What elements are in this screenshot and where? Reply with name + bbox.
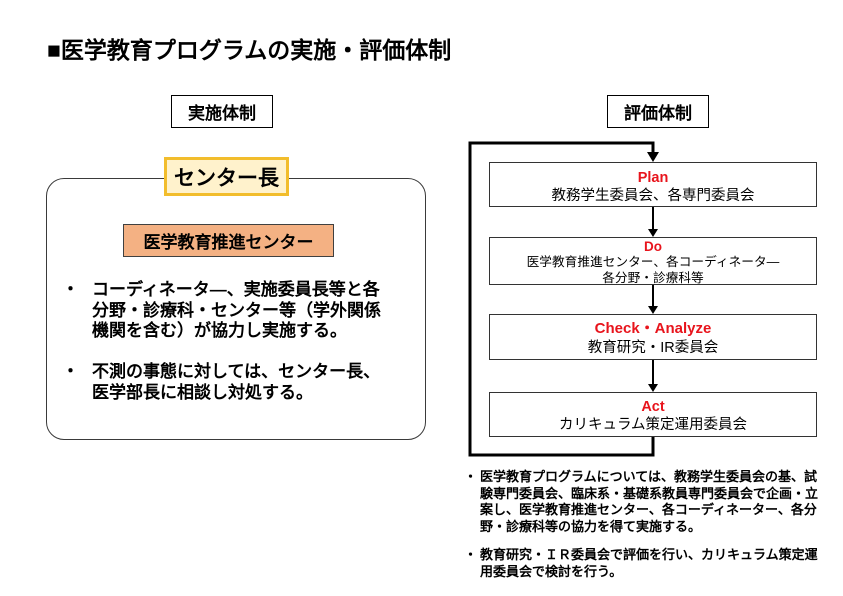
do-step-text: 各分野・診療科等 (602, 271, 704, 285)
bullet-item: ・ コーディネータ―、実施委員長等と各 分野・診療科・センター等（学外関係 機関… (62, 280, 381, 342)
check-analyze-step-label: Check・Analyze (594, 320, 712, 337)
plan-step-text: 教務学生委員会、各専門委員会 (551, 188, 755, 204)
implementation-bullet-list: ・ コーディネータ―、実施委員長等と各 分野・診療科・センター等（学外関係 機関… (62, 280, 381, 403)
bullet-line: 医学部長に相談し対処する。 (92, 382, 313, 402)
implementation-heading: 実施体制 (171, 95, 273, 128)
arrowhead-check-to-act (648, 384, 658, 392)
slide-title: ■医学教育プログラムの実施・評価体制 (47, 37, 452, 63)
note-text: 医学教育プログラムについては、教務学生委員会の基、試 験専門委員会、臨床系・基礎… (480, 469, 818, 536)
medical-education-center-box: 医学教育推進センター (123, 224, 334, 257)
note-line: 用委員会で検討を行う。 (480, 563, 623, 579)
act-step-box: Act カリキュラム策定運用委員会 (489, 392, 817, 437)
note-text: 教育研究・ＩＲ委員会で評価を行い、カリキュラム策定運 用委員会で検討を行う。 (480, 547, 818, 580)
implementation-panel (46, 178, 426, 440)
bullet-marker: ・ (62, 280, 79, 299)
center-director-tag: センター長 (164, 157, 289, 196)
check-analyze-step-text: 教育研究・IR委員会 (587, 340, 719, 356)
note-line: 医学教育プログラムについては、教務学生委員会の基、試 (480, 469, 817, 484)
note-line: 教育研究・ＩＲ委員会で評価を行い、カリキュラム策定運 (480, 547, 818, 563)
do-step-text: 医学教育推進センター、各コーディネータ― (526, 255, 780, 269)
plan-step-label: Plan (637, 170, 669, 186)
act-step-label: Act (641, 399, 665, 415)
evaluation-notes-list: ・ 医学教育プログラムについては、教務学生委員会の基、試 験専門委員会、臨床系・… (464, 469, 818, 581)
note-line: 案し、医学教育推進センター、各コーディネーター、各分 (480, 502, 817, 518)
bullet-marker: ・ (464, 469, 478, 484)
plan-step-box: Plan 教務学生委員会、各専門委員会 (489, 162, 817, 207)
feedback-loop-line (468, 141, 655, 457)
arrowhead-plan-to-do (648, 229, 658, 237)
arrowhead-do-to-check (648, 306, 658, 314)
bullet-item: ・ 不測の事態に対しては、センター長、 医学部長に相談し対処する。 (62, 362, 381, 403)
do-step-label: Do (644, 239, 662, 254)
feedback-loop-arrowhead (647, 152, 659, 162)
bullet-text: 不測の事態に対しては、センター長、 医学部長に相談し対処する。 (92, 362, 380, 403)
bullet-marker: ・ (62, 362, 79, 381)
act-step-text: カリキュラム策定運用委員会 (558, 417, 748, 433)
bullet-text: コーディネータ―、実施委員長等と各 分野・診療科・センター等（学外関係 機関を含… (92, 280, 381, 342)
bullet-line: コーディネータ―、実施委員長等と各 (92, 280, 380, 299)
note-line: 野・診療科等の協力を得て実施する。 (480, 519, 702, 535)
note-item: ・ 医学教育プログラムについては、教務学生委員会の基、試 験専門委員会、臨床系・… (464, 469, 818, 536)
note-item: ・ 教育研究・ＩＲ委員会で評価を行い、カリキュラム策定運 用委員会で検討を行う。 (464, 547, 818, 580)
do-step-box: Do 医学教育推進センター、各コーディネータ― 各分野・診療科等 (489, 237, 817, 285)
bullet-line: 不測の事態に対しては、センター長、 (92, 362, 381, 381)
bullet-marker: ・ (464, 547, 478, 563)
bullet-line: 機関を含む）が協力し実施する。 (92, 321, 347, 340)
check-analyze-step-box: Check・Analyze 教育研究・IR委員会 (489, 314, 817, 360)
evaluation-heading: 評価体制 (607, 95, 709, 128)
bullet-line: 分野・診療科・センター等（学外関係 (92, 300, 381, 320)
note-line: 験専門委員会、臨床系・基礎系教員専門委員会で企画・立 (480, 485, 819, 501)
